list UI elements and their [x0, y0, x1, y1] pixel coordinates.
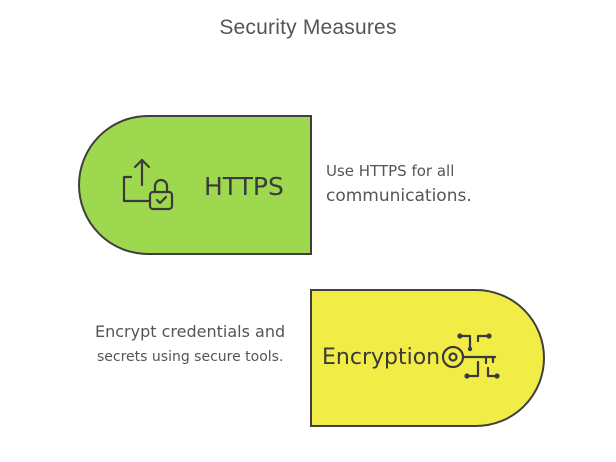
page-title: Security Measures — [219, 16, 397, 39]
https-card — [78, 115, 312, 255]
encryption-description-line-2: secrets using secure tools. — [97, 349, 284, 365]
https-description-line-1: Use HTTPS for all — [326, 162, 455, 180]
encryption-description-line-1: Encrypt credentials and — [95, 322, 286, 341]
circuit-key-icon — [441, 334, 497, 378]
https-label: HTTPS — [204, 172, 284, 201]
circuit-dots — [457, 333, 500, 379]
encryption-label: Encryption — [322, 345, 441, 370]
encryption-card — [310, 289, 545, 427]
https-description-line-2: communications. — [326, 186, 472, 206]
upload-lock-icon — [122, 158, 174, 211]
